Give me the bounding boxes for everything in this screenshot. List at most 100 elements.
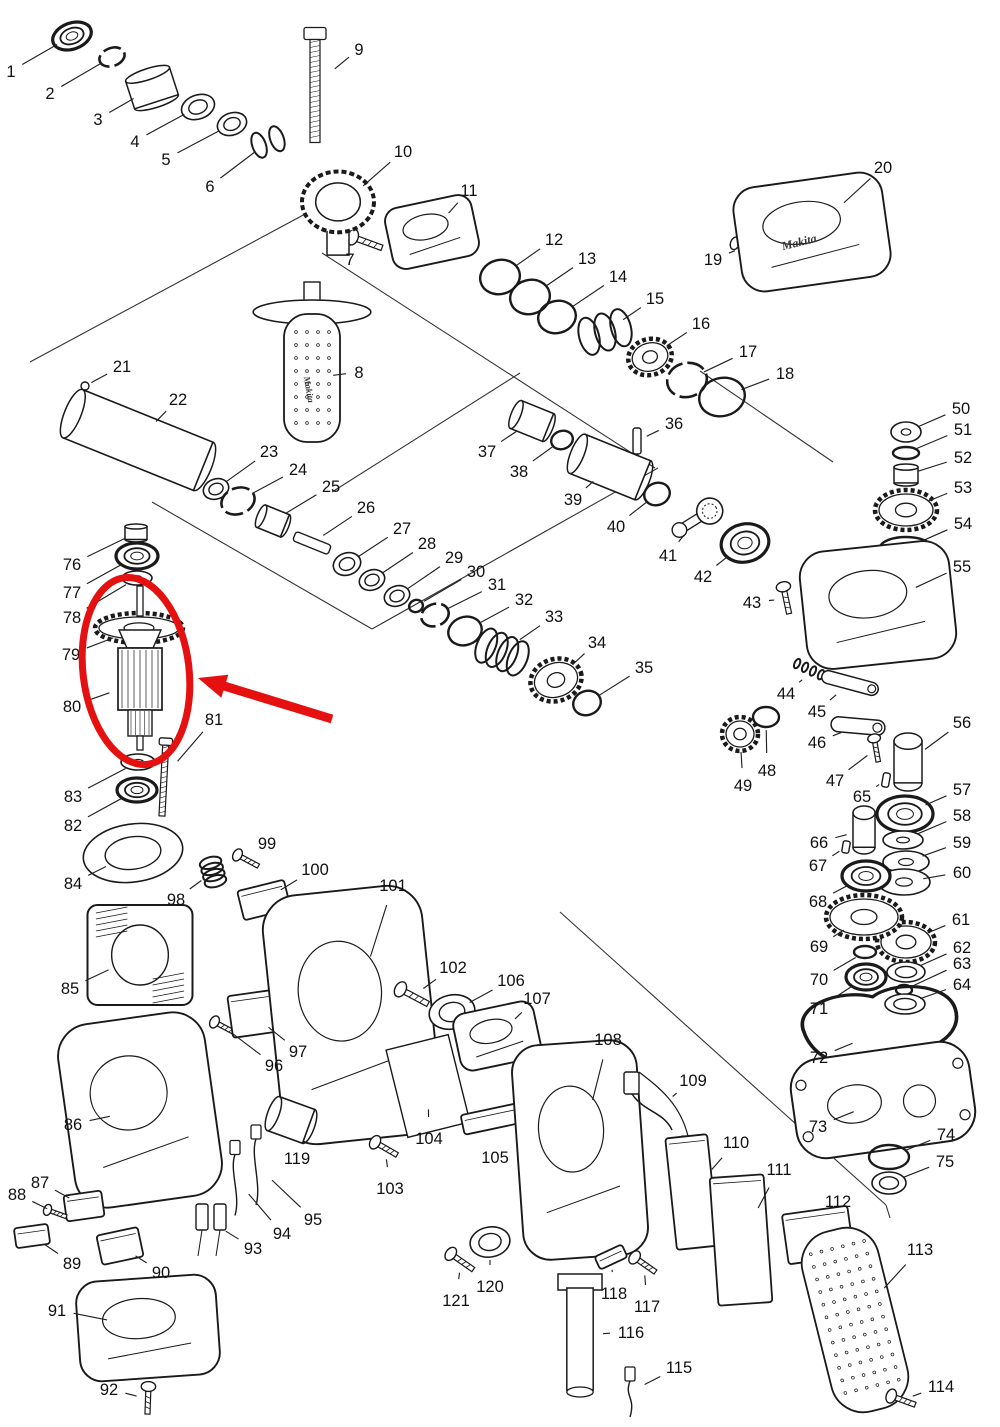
part-label-45: 45 [808,703,826,721]
part-94-leader [248,1193,272,1221]
part-label-35: 35 [635,659,653,677]
part-100-leader [280,879,298,891]
part-46-glyph [830,716,886,736]
part-38-glyph [550,429,574,451]
part-1-glyph [51,20,93,52]
part-8-leader [333,373,347,376]
part-8-glyph [252,281,372,443]
part-70-leader [833,956,856,971]
part-32-leader [479,606,510,624]
part-66-leader [835,834,847,839]
part-56-glyph [893,732,923,792]
part-label-47: 47 [826,772,844,790]
part-3-leader [108,98,134,114]
part-label-7: 7 [345,251,354,269]
part-46-leader [832,731,842,737]
part-label-66: 66 [810,834,828,852]
part-81-glyph [158,737,174,817]
part-label-98: 98 [167,891,185,909]
part-71-glyph [844,962,888,992]
part-64-glyph [884,993,926,1015]
part-115-glyph [624,1366,636,1418]
part-label-106: 106 [497,972,525,990]
part-label-95: 95 [304,1211,322,1229]
part-41-glyph [671,497,724,538]
part-103-glyph [368,1134,400,1159]
part-label-37: 37 [478,443,496,461]
part-49-leader [740,751,743,769]
part-label-57: 57 [953,781,971,799]
part-label-39: 39 [564,491,582,509]
part-label-48: 48 [758,762,776,780]
part-label-13: 13 [578,250,596,268]
part-86-leader [89,1115,110,1122]
part-20-glyph [732,171,892,293]
part-label-93: 93 [244,1240,262,1258]
part-50-leader [918,414,946,427]
part-93-glyph [195,1203,227,1257]
part-116-glyph [557,1273,603,1398]
part-68-leader [832,884,849,894]
part-75-leader [902,1166,930,1178]
part-label-9: 9 [354,41,363,59]
part-label-14: 14 [609,268,627,286]
part-label-80: 80 [63,698,81,716]
part-13-leader [545,267,574,287]
part-49-glyph [719,714,761,754]
part-13-glyph [508,278,552,316]
part-label-16: 16 [692,315,710,333]
part-label-36: 36 [665,415,683,433]
part-60-leader [923,874,946,880]
part-66-glyph [852,805,876,855]
part-80-glyph [117,585,163,751]
part-18-leader [741,378,770,391]
part-99-glyph [231,848,261,869]
part-97-glyph [226,989,278,1039]
part-label-38: 38 [510,463,528,481]
part-57-leader [925,795,947,806]
part-label-119: 119 [284,1150,310,1168]
part-101-leader [369,904,388,957]
part-label-51: 51 [954,421,972,439]
part-37-glyph [508,399,556,443]
part-32-glyph [447,615,483,647]
part-label-52: 52 [954,449,972,467]
part-15-glyph [577,308,633,356]
part-label-17: 17 [739,343,757,361]
part-label-44: 44 [777,685,795,703]
part-63-leader [912,969,947,987]
part-80-leader [87,692,110,701]
part-4-leader [146,113,185,136]
part-108-glyph [511,1039,649,1261]
part-114-leader [912,1392,922,1397]
part-40-glyph [643,481,671,507]
part-5-leader [177,130,220,154]
part-label-64: 64 [953,976,971,994]
part-111-leader [757,1187,770,1209]
part-85-glyph [86,904,194,1006]
part-82-leader [87,797,123,818]
part-25-leader [285,494,317,514]
part-label-2: 2 [45,85,54,103]
part-37-leader [500,430,518,443]
part-2-leader [60,62,102,87]
part-35-leader [598,675,630,696]
part-62-glyph [886,961,926,983]
part-82-glyph [115,776,159,804]
part-26-leader [322,515,353,536]
part-121-leader [458,1272,461,1280]
part-22-glyph [59,388,217,492]
part-label-83: 83 [64,788,82,806]
part-label-69: 69 [810,938,828,956]
part-label-120: 120 [476,1278,504,1296]
part-102-glyph [393,981,431,1008]
part-label-59: 59 [953,834,971,852]
part-41-leader [678,534,685,543]
part-label-29: 29 [445,549,463,567]
part-26-glyph [292,531,332,555]
part-label-18: 18 [776,365,794,383]
part-label-60: 60 [953,864,971,882]
part-67-glyph [841,840,851,854]
part-label-56: 56 [953,714,971,732]
part-114-glyph [885,1388,917,1408]
